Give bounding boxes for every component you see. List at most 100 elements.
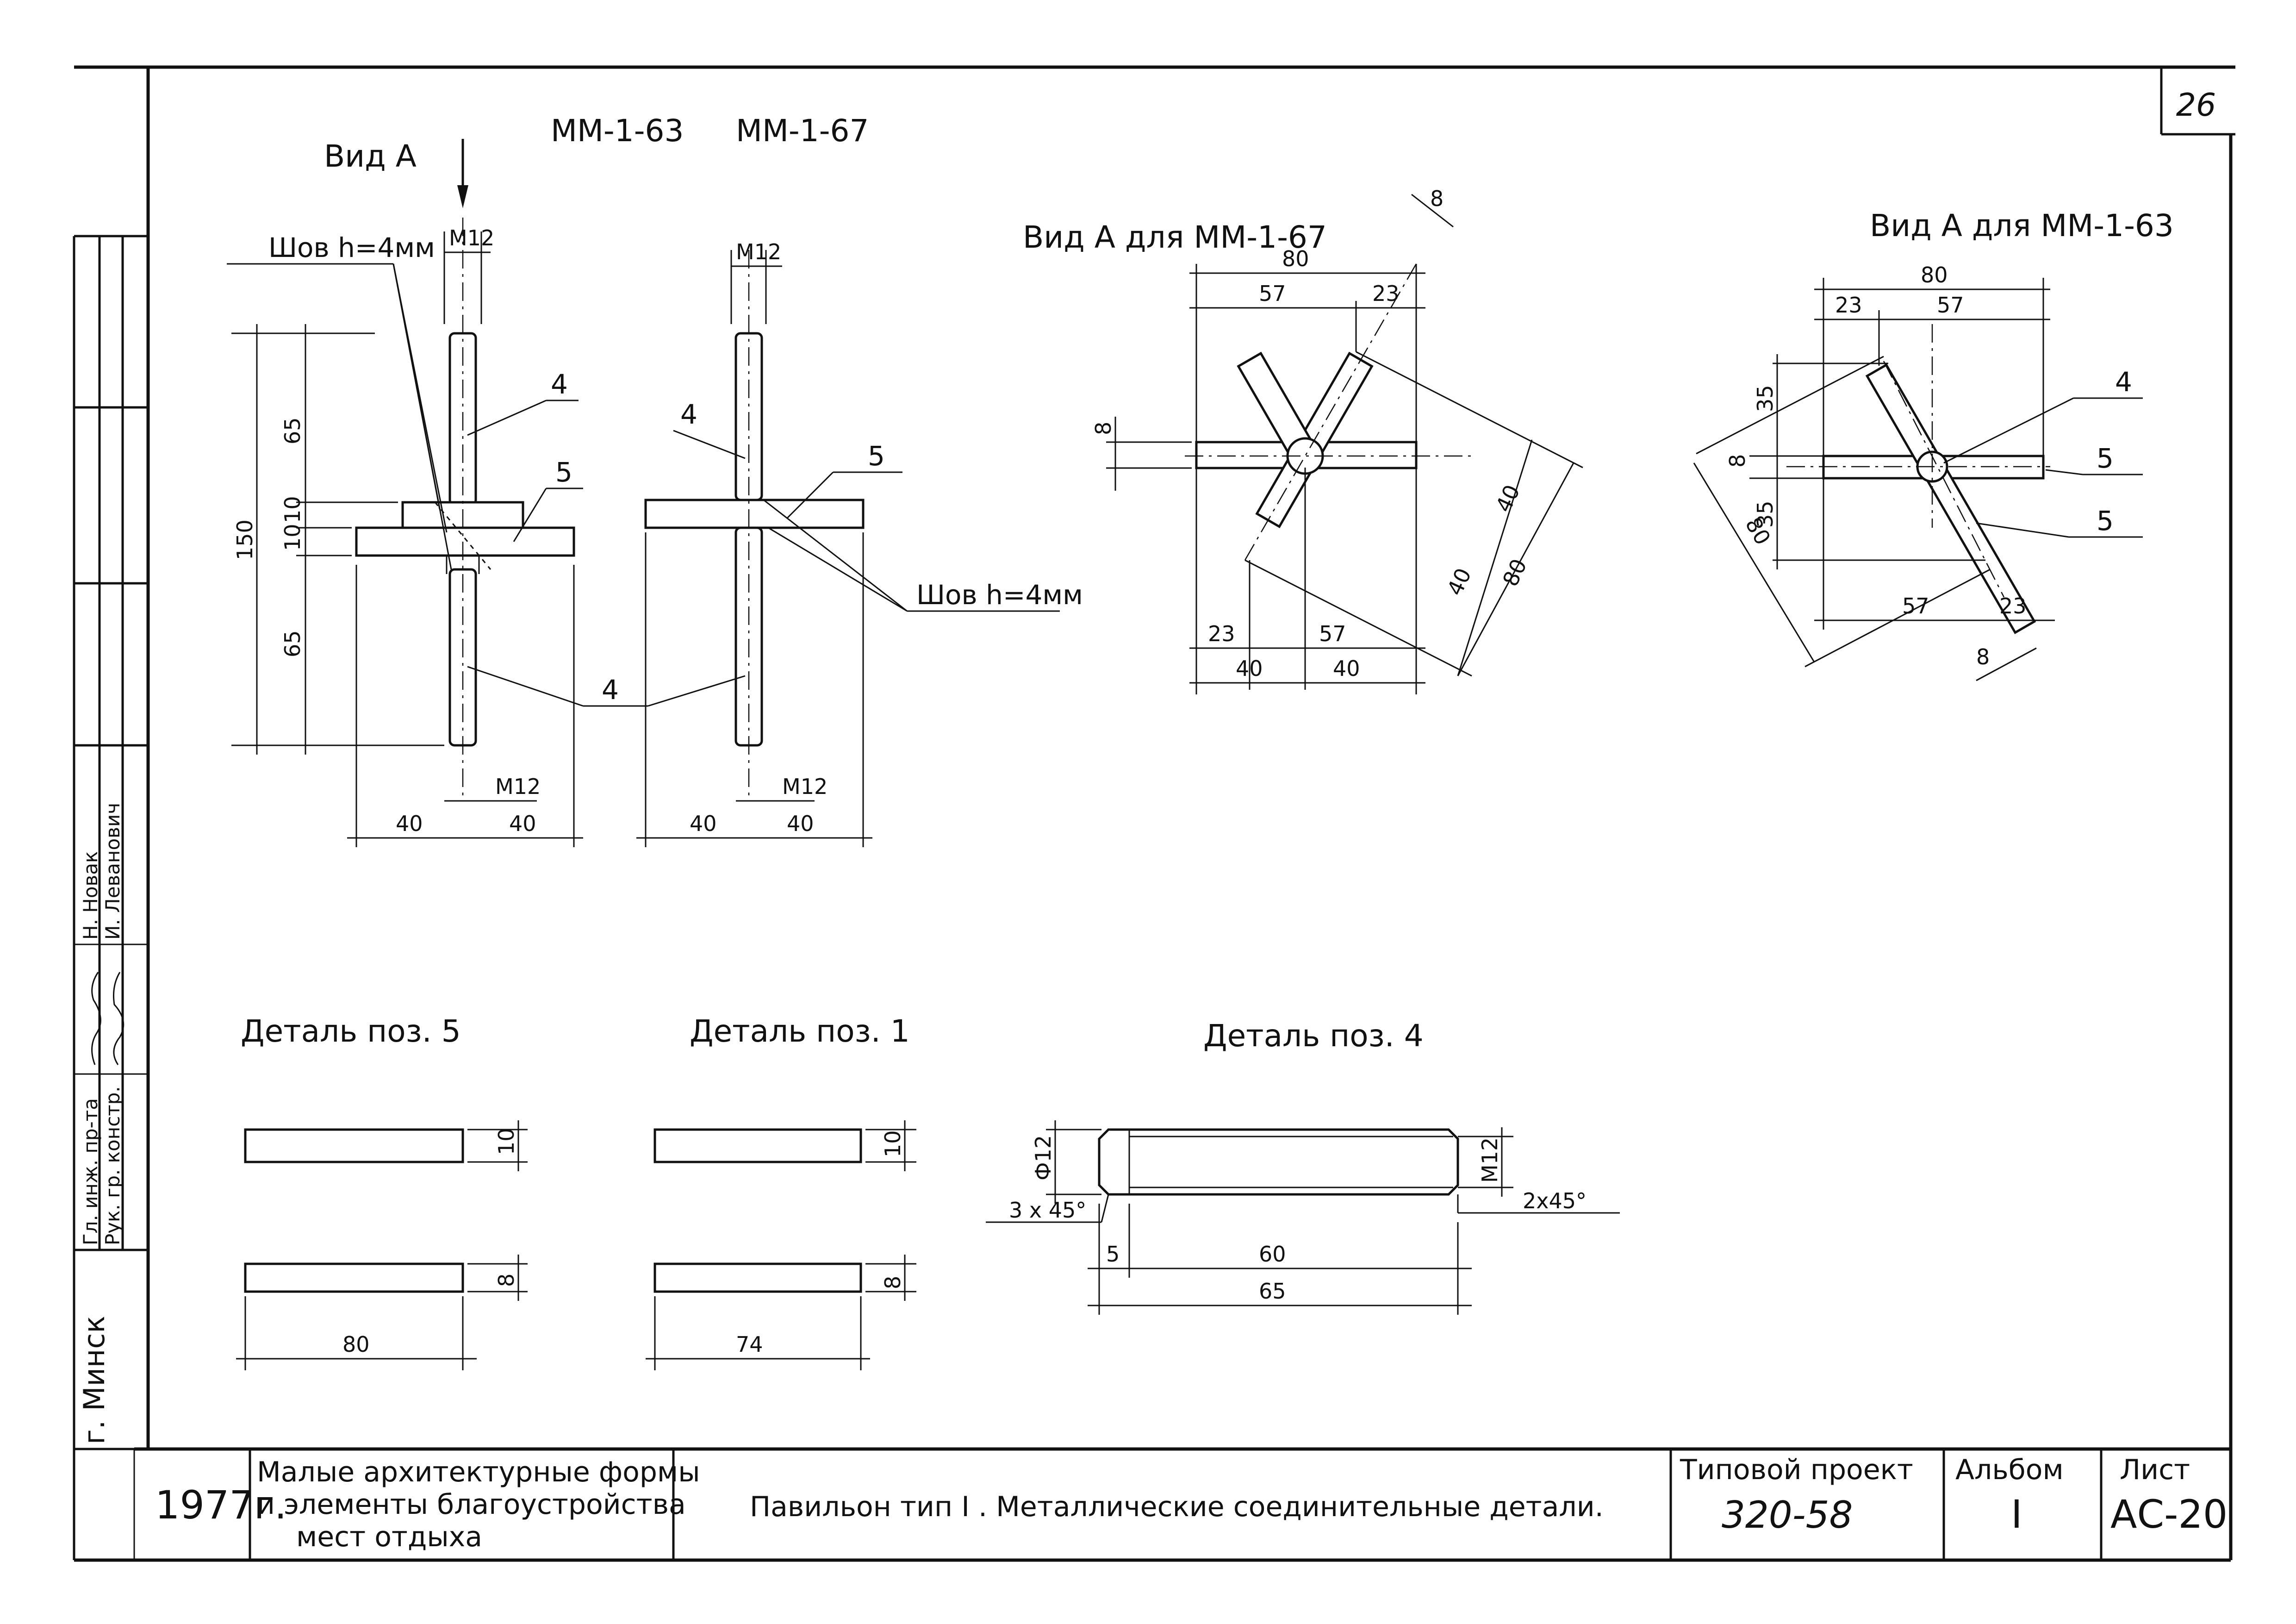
- p1-57-bottom: 57: [1319, 621, 1346, 646]
- thread-leaders-1: [443, 231, 537, 802]
- pos5-label-b: 5: [868, 440, 885, 472]
- p2-35-top: 35: [1753, 385, 1778, 412]
- detail-pos1: [646, 1120, 916, 1370]
- pos5-label-e: 5: [2097, 505, 2114, 537]
- detail-pos5: [236, 1120, 528, 1370]
- plan1-dims: [1106, 194, 1583, 694]
- p1-8-top: 8: [1430, 186, 1444, 211]
- dim-150: 150: [232, 519, 257, 560]
- tb-series-2: и элементы благоустройства: [257, 1488, 686, 1521]
- p1-80: 80: [1282, 246, 1309, 271]
- pos5-leader-a: [513, 488, 547, 542]
- plan2-dims: [1693, 278, 2055, 681]
- weld-label-1: Шов h=4мм: [268, 232, 435, 263]
- sheet-frame: [74, 65, 2235, 1562]
- p1-40-bl: 40: [1236, 656, 1263, 681]
- view-a-mm163-label: Вид А для ММ-1-63: [1870, 208, 2174, 244]
- detail-pos1-title: Деталь поз. 1: [690, 1013, 910, 1049]
- tb-series-1: Малые архитектурные формы: [257, 1456, 700, 1488]
- p1-40-diag2: 40: [1442, 564, 1476, 600]
- pos5-len80: 80: [342, 1332, 370, 1357]
- side-stamp: [73, 235, 148, 1560]
- p2-8-bottom: 8: [1976, 644, 1990, 669]
- p1-40-br: 40: [1333, 656, 1360, 681]
- pos4-label-b: 4: [680, 399, 697, 430]
- p2-57: 57: [1937, 293, 1964, 318]
- view-a-label: Вид А: [324, 138, 417, 174]
- p2-80: 80: [1921, 262, 1948, 287]
- stamp-role-1: Гл. инж. пр-та: [79, 1098, 102, 1245]
- p1-23: 23: [1372, 281, 1400, 306]
- p1-23-bottom: 23: [1208, 621, 1235, 646]
- pos5-leader-b2: [786, 471, 834, 519]
- thread2-top-label: М12: [736, 239, 781, 264]
- pos1-t10: 10: [880, 1130, 905, 1157]
- mm167-label: ММ-1-67: [736, 113, 869, 149]
- tb-sheet-label: Лист: [2120, 1454, 2190, 1486]
- p2-35-bottom: 35: [1753, 500, 1778, 528]
- dim-40-right: 40: [509, 811, 536, 836]
- dim-10-b: 10: [280, 496, 305, 523]
- pos1-len74: 74: [736, 1332, 763, 1357]
- plate-lower: [355, 526, 575, 557]
- thread-bottom-label: М12: [495, 774, 541, 799]
- tb-project-label: Типовой проект: [1680, 1454, 1913, 1486]
- pos4-l5: 5: [1106, 1242, 1120, 1267]
- sheet-number: 26: [2176, 87, 2216, 124]
- pos1-t8: 8: [880, 1276, 905, 1289]
- pos4-dia12: Ф12: [1031, 1135, 1056, 1181]
- thread-top-label: М12: [449, 225, 494, 250]
- elevation-mm163: [355, 218, 575, 796]
- detail-pos4-title: Деталь поз. 4: [1203, 1018, 1424, 1054]
- signature-2: [113, 972, 124, 1065]
- city-label: г. Минск: [77, 1316, 111, 1444]
- tb-sheet-code: АС-20: [2110, 1492, 2228, 1537]
- view-a-arrow: [457, 139, 468, 208]
- plate2: [644, 499, 865, 529]
- dim2-40-right: 40: [787, 811, 814, 836]
- pos5-label-a: 5: [555, 456, 572, 488]
- pos5-t8: 8: [494, 1274, 519, 1287]
- stamp-name-1: Н. Новак: [79, 851, 102, 940]
- dim2-40-left: 40: [690, 811, 717, 836]
- pos4-label-c: 4: [602, 674, 619, 706]
- tb-album-label: Альбом: [1955, 1454, 2064, 1486]
- detail-pos4: [986, 1120, 1620, 1315]
- pos5-label-d: 5: [2097, 443, 2114, 474]
- p1-80-diag: 80: [1498, 555, 1532, 590]
- thread2-bottom-label: М12: [782, 774, 828, 799]
- dim-65-top: 65: [280, 417, 305, 444]
- weld-leaders-2: [763, 499, 1060, 612]
- tb-drawing-title: Павильон тип I . Металлические соедините…: [750, 1491, 1604, 1523]
- tb-project-number: 320-58: [1722, 1493, 1853, 1537]
- view-a-mm167-label: Вид А для ММ-1-67: [1023, 219, 1327, 255]
- pos4-l60: 60: [1259, 1242, 1286, 1267]
- pos4-m12: М12: [1477, 1137, 1502, 1183]
- pos4-chamfer-right: 2х45°: [1523, 1188, 1587, 1213]
- pos5-leader-e: [1976, 522, 2069, 538]
- dim-65-bottom: 65: [280, 630, 305, 657]
- signature-1: [91, 972, 101, 1065]
- elevation-mm167: [644, 250, 865, 796]
- pos5-leader-d: [2045, 469, 2083, 475]
- pos4-leader-a: [467, 400, 547, 436]
- pos4-chamfer-left: 3 х 45°: [1009, 1198, 1086, 1223]
- p2-23: 23: [1835, 293, 1862, 318]
- pos4-label-a: 4: [551, 369, 568, 400]
- dim-10-a: 10: [280, 524, 305, 551]
- pos4-leaders-c: [467, 666, 746, 707]
- plan-mm163: [1786, 324, 2050, 634]
- tb-year: 1977г.: [155, 1482, 287, 1528]
- elev1-dims: [231, 324, 583, 847]
- stamp-role-2: Рук. гр. констр.: [101, 1086, 124, 1245]
- p1-57: 57: [1259, 281, 1286, 306]
- stamp-name-2: И. Леванович: [101, 803, 124, 940]
- p2-23-bottom: 23: [1999, 593, 2027, 618]
- weld-label-2: Шов h=4мм: [916, 579, 1083, 611]
- p1-8-side: 8: [1091, 422, 1116, 435]
- plan-mm167: [1185, 263, 1472, 561]
- detail-pos5-title: Деталь поз. 5: [241, 1013, 461, 1049]
- pos4-label-d: 4: [2115, 366, 2132, 398]
- tb-series-3: мест отдыха: [296, 1521, 482, 1553]
